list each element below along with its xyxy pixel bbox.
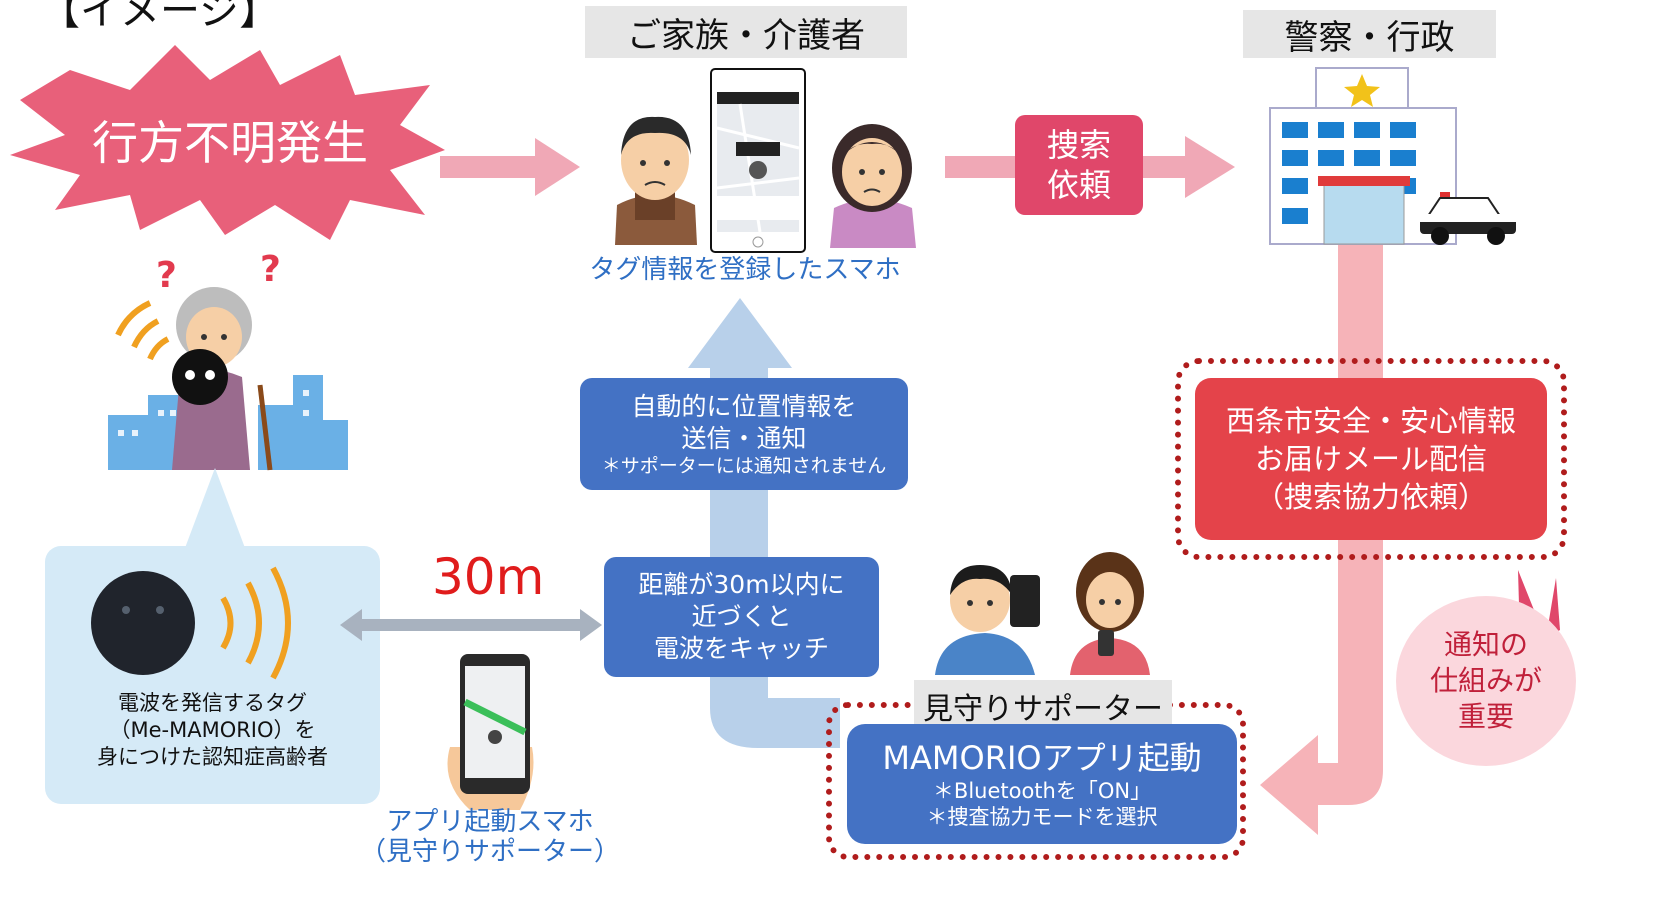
notice-line3: 重要 <box>1457 700 1514 733</box>
distance-label: 30m <box>432 548 545 606</box>
signal-catch-line1: 距離が30m以内に <box>638 570 845 599</box>
safety-mail-line3: （捜索協力依頼） <box>1254 480 1487 514</box>
family-header: ご家族・介護者 <box>585 6 907 58</box>
mamorio-app-note1: ＊Bluetoothを「ON」 <box>932 779 1152 803</box>
notice-line1: 通知の <box>1443 628 1528 661</box>
safety-mail-line1: 西条市安全・安心情報 <box>1225 404 1516 438</box>
tag-caption-line3: 身につけた認知症高齢者 <box>97 745 328 769</box>
mail-dotted-frame <box>1175 358 1567 560</box>
missing-burst-shape <box>10 45 445 240</box>
auto-send-line2: 送信・通知 <box>681 424 807 453</box>
auto-send-line1: 自動的に位置情報を <box>631 392 857 421</box>
tag-device-icon <box>91 566 291 680</box>
svg-text:?: ? <box>156 255 177 296</box>
worried-woman-icon <box>830 124 916 248</box>
mamorio-app-box: MAMORIOアプリ起動 ＊Bluetoothを「ON」 ＊捜査協力モードを選択 <box>847 724 1237 844</box>
missing-burst-text: 行方不明発生 <box>92 116 368 170</box>
worried-man-icon <box>615 116 697 245</box>
family-phone-caption: タグ情報を登録したスマホ <box>589 255 901 285</box>
arrow-to-family <box>440 138 580 196</box>
family-smartphone-icon <box>710 68 806 253</box>
signal-catch-line3: 電波をキャッチ <box>653 634 829 663</box>
mamorio-app-note2: ＊捜査協力モードを選択 <box>926 805 1158 829</box>
mamorio-app-title: MAMORIOアプリ起動 <box>882 739 1202 777</box>
supporter-header: 見守りサポーター <box>914 680 1172 732</box>
notice-line2: 仕組みが <box>1429 664 1542 697</box>
supporter-man-icon <box>935 565 1040 675</box>
tag-caption-line1: 電波を発信するタグ <box>118 691 307 715</box>
worried-elderly-woman-icon: ? ? <box>115 249 281 471</box>
search-request-line1: 捜索 <box>1046 126 1111 164</box>
supporter-woman-icon <box>1070 552 1150 675</box>
app-phone-caption-line2: （見守りサポーター） <box>359 837 620 867</box>
tag-caption-line2: （Me-MAMORIO）を <box>109 718 316 742</box>
safety-mail-line2: お届けメール配信 <box>1254 442 1487 476</box>
city-skyline-icon <box>108 375 348 470</box>
app-phone-caption-line1: アプリ起動スマホ <box>386 807 594 837</box>
safety-mail-box: 西条市安全・安心情報 お届けメール配信 （捜索協力依頼） <box>1195 378 1547 540</box>
signal-catch-box: 距離が30m以内に 近づくと 電波をキャッチ <box>604 557 879 677</box>
arrow-app-to-family <box>688 298 840 748</box>
tag-caption: 電波を発信するタグ （Me-MAMORIO）を 身につけた認知症高齢者 <box>55 690 370 771</box>
notice-bubble: 通知の 仕組みが 重要 <box>1396 596 1576 766</box>
police-station-icon <box>1269 67 1457 245</box>
police-header: 警察・行政 <box>1243 10 1496 58</box>
svg-text:?: ? <box>260 249 281 290</box>
app-smartphone-in-hand-icon <box>447 654 534 810</box>
auto-send-box: 自動的に位置情報を 送信・通知 ＊サポーターには通知されません <box>580 378 908 490</box>
police-car-icon <box>1420 192 1516 245</box>
distance-double-arrow <box>340 609 602 641</box>
auto-send-note: ＊サポーターには通知されません <box>601 455 887 477</box>
search-request-box: 捜索 依頼 <box>1015 115 1143 215</box>
image-label: 【イメージ】 <box>40 0 280 34</box>
app-phone-caption: アプリ起動スマホ （見守りサポーター） <box>350 807 630 867</box>
signal-catch-line2: 近づくと <box>691 602 792 631</box>
search-request-line2: 依頼 <box>1046 166 1111 204</box>
